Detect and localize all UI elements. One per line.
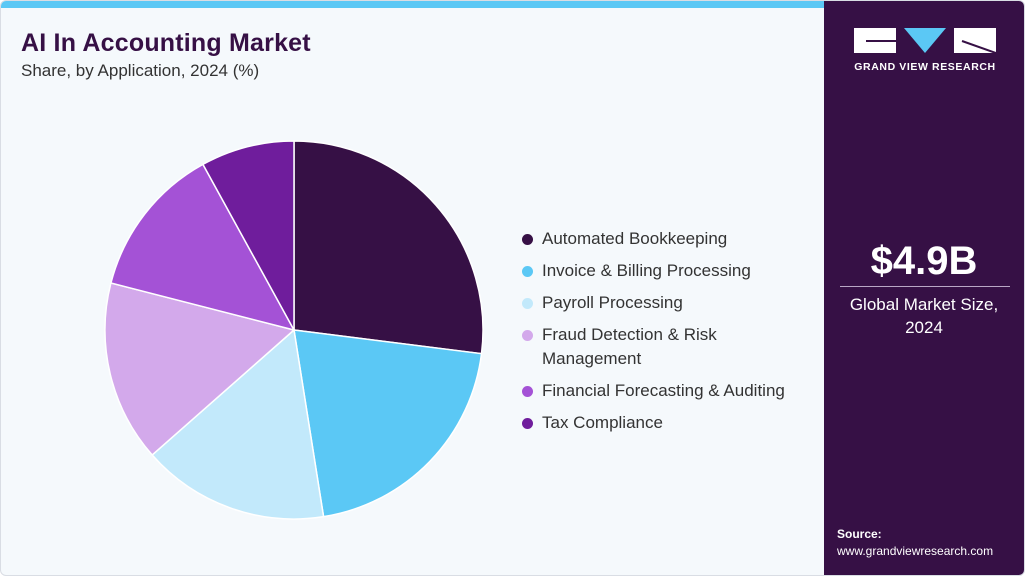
chart-subtitle: Share, by Application, 2024 (%) xyxy=(21,61,260,80)
legend-label: Financial Forecasting & Auditing xyxy=(542,381,785,400)
legend-item-0: Automated Bookkeeping xyxy=(519,227,819,251)
legend-item-4: Financial Forecasting & Auditing xyxy=(519,379,819,403)
pie-chart xyxy=(104,140,484,520)
pie-slice-3 xyxy=(104,282,296,457)
legend-swatch xyxy=(522,418,533,429)
legend-swatch xyxy=(522,386,533,397)
source-label: Source: xyxy=(837,527,882,541)
divider xyxy=(840,286,1010,287)
legend-item-1: Invoice & Billing Processing xyxy=(519,259,819,283)
grand-view-research-logo: GRAND VIEW RESEARCH xyxy=(854,27,996,73)
source-link[interactable]: www.grandviewresearch.com xyxy=(837,544,994,558)
legend-label: Automated Bookkeeping xyxy=(542,229,728,248)
legend-label: Payroll Processing xyxy=(542,293,683,312)
legend-item-3: Fraud Detection & Risk Management xyxy=(519,323,819,371)
legend-item-2: Payroll Processing xyxy=(519,291,819,315)
chart-title: AI In Accounting Market xyxy=(21,29,311,57)
pie-slice-4 xyxy=(110,163,296,332)
pie-slice-2 xyxy=(151,328,325,520)
gvr-logo-mark xyxy=(854,28,996,54)
top-accent-bar xyxy=(1,1,824,8)
legend-label: Fraud Detection & Risk Management xyxy=(542,325,717,368)
pie-slice-0 xyxy=(293,140,484,355)
legend-swatch xyxy=(522,266,533,277)
logo-text: GRAND VIEW RESEARCH xyxy=(854,61,996,73)
legend-item-5: Tax Compliance xyxy=(519,411,819,435)
sidebar-panel: GRAND VIEW RESEARCH $4.9B Global Market … xyxy=(824,1,1024,575)
legend-swatch xyxy=(522,298,533,309)
legend-swatch xyxy=(522,330,533,341)
legend-label: Invoice & Billing Processing xyxy=(542,261,751,280)
pie-slice-1 xyxy=(293,329,483,518)
market-size-value: $4.9B xyxy=(870,239,978,283)
legend-label: Tax Compliance xyxy=(542,413,663,432)
pie-slice-5 xyxy=(201,140,295,331)
legend-swatch xyxy=(522,234,533,245)
market-size-label: Global Market Size, 2024 xyxy=(849,295,999,337)
